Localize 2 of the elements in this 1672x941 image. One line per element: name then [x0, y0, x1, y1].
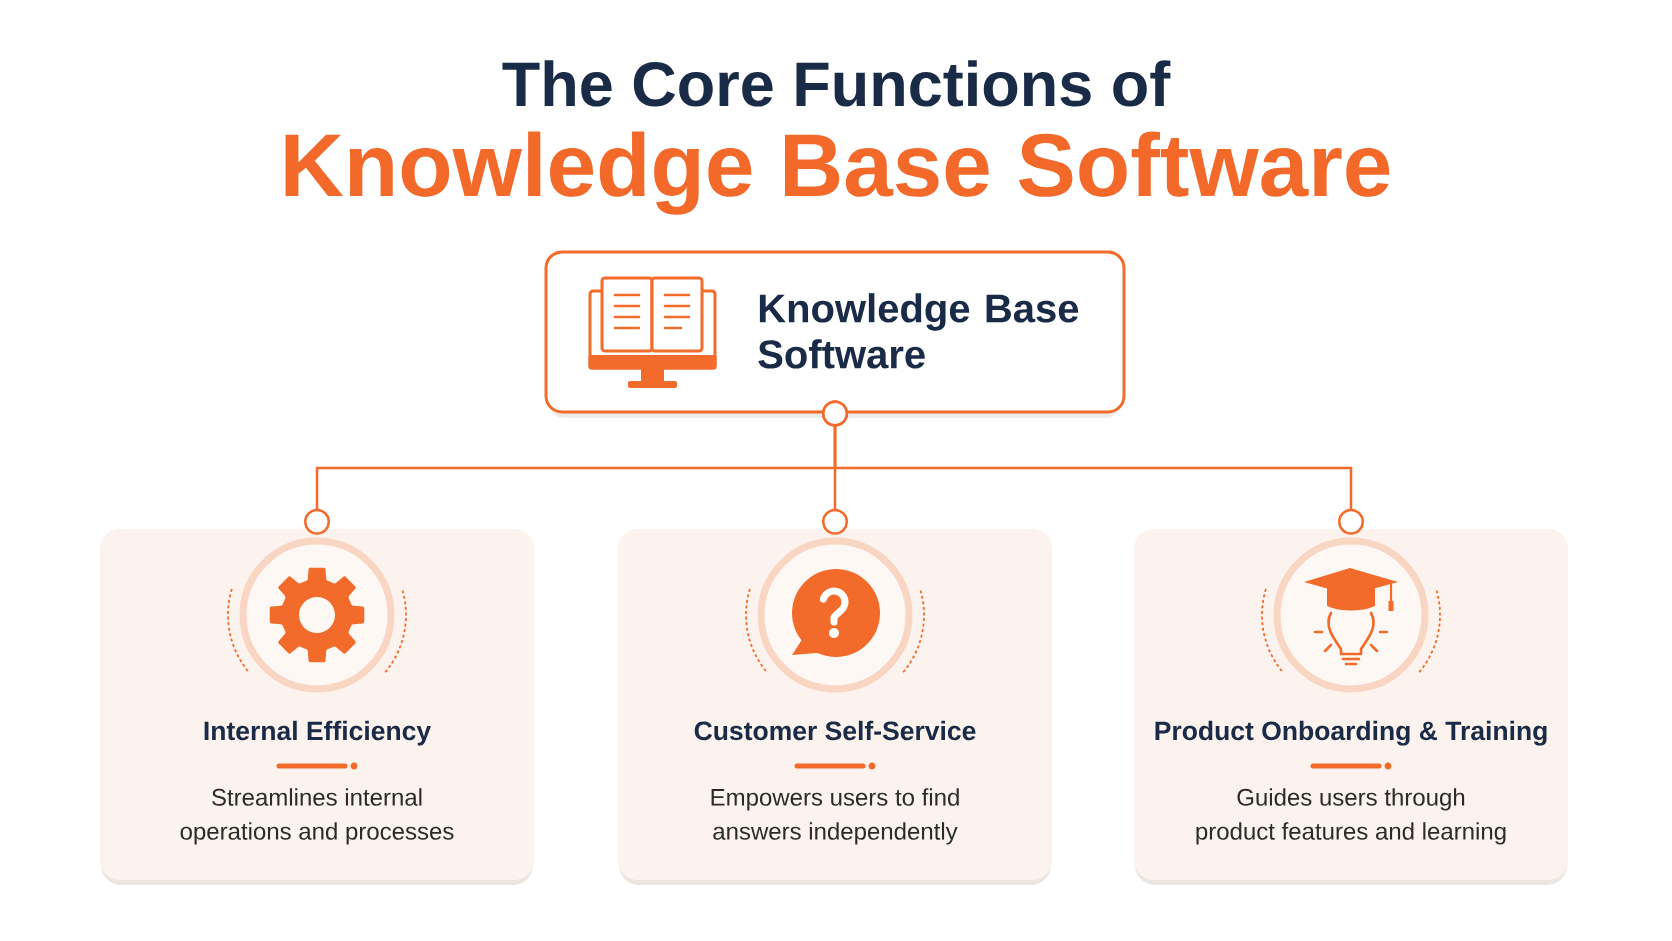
title: The Core Functions of [502, 60, 1171, 107]
connector [822, 400, 1364, 535]
